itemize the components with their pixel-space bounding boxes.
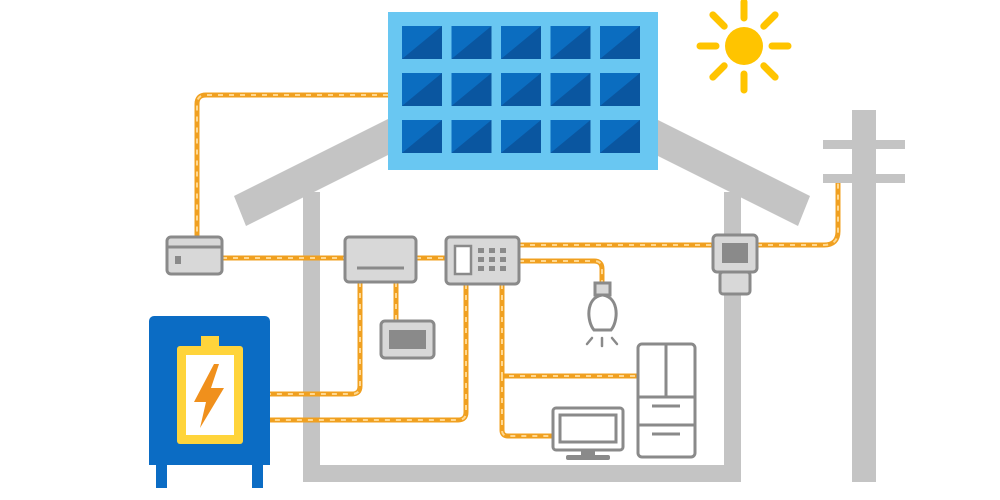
light-bulb-icon	[585, 281, 619, 348]
wire-board-tv	[501, 376, 553, 437]
power-meter-icon	[711, 233, 759, 296]
monitor-display-icon	[379, 319, 436, 360]
wire-board-battery	[270, 284, 467, 421]
battery-icon	[149, 316, 270, 488]
refrigerator-icon	[636, 342, 697, 459]
distribution-board-icon	[444, 235, 521, 286]
utility-pole	[823, 110, 905, 482]
television-icon	[551, 406, 625, 460]
junction-box-icon	[165, 235, 224, 276]
wire-meter-pole	[757, 183, 839, 246]
solar-panel-icon	[388, 12, 658, 170]
wire-panel-junction	[196, 94, 388, 237]
wire-board-bulb	[519, 260, 603, 283]
sun-icon	[696, 0, 792, 94]
power-conditioner-icon	[343, 235, 418, 284]
wiring	[194, 92, 841, 439]
wire-board-fridge	[501, 284, 638, 377]
wire-conditioner-battery	[270, 282, 361, 395]
lightning-bolt-icon	[194, 364, 224, 428]
